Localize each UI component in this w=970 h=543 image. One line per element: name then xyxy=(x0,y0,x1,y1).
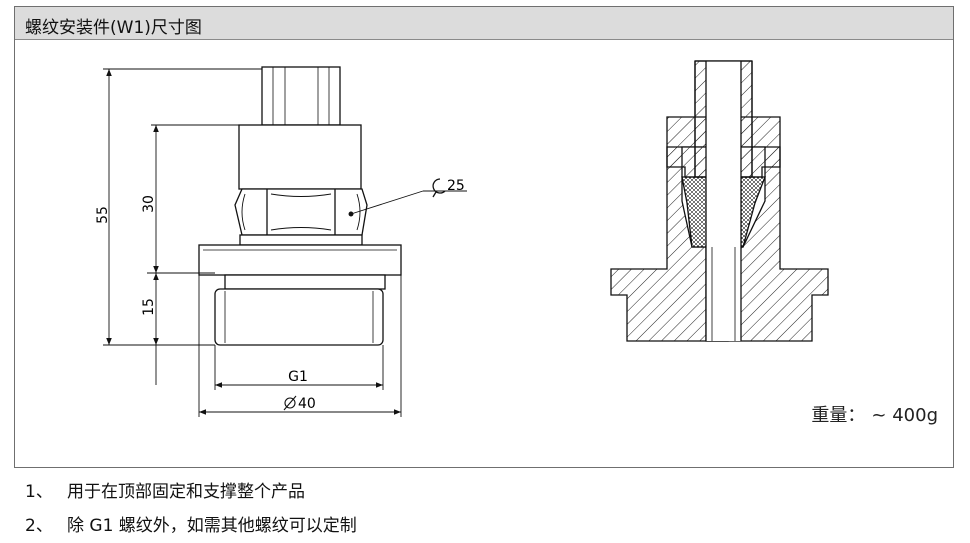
section-view xyxy=(610,60,829,342)
hex-nut xyxy=(234,188,368,236)
dim-thread: G1 xyxy=(288,369,308,385)
list-item: 1、 用于在顶部固定和支撑整个产品 xyxy=(25,475,357,509)
dimension-panel: 螺纹安装件(W1)尺寸图 xyxy=(14,6,954,468)
note-number: 2、 xyxy=(25,516,53,536)
panel-title: 螺纹安装件(W1)尺寸图 xyxy=(25,18,202,38)
weight-value: ~ 400g xyxy=(871,405,938,426)
thread xyxy=(214,288,384,346)
weight-text: 重量： ~ 400g xyxy=(811,405,938,426)
dim-thread-length: 15 xyxy=(141,298,157,316)
title-bar: 螺纹安装件(W1)尺寸图 xyxy=(15,7,953,40)
cable xyxy=(261,66,341,126)
notes-list: 1、 用于在顶部固定和支撑整个产品 2、 除 G1 螺纹外，如需其他螺纹可以定制 xyxy=(25,475,357,543)
note-number: 1、 xyxy=(25,482,53,502)
technical-drawing: 55 30 15 G1 40 25 xyxy=(95,60,938,426)
note-text: 除 G1 螺纹外，如需其他螺纹可以定制 xyxy=(67,516,357,536)
dim-wrench: 25 xyxy=(447,178,465,194)
flange xyxy=(198,244,402,276)
weight-label: 重量： xyxy=(811,405,865,426)
diameter-icon xyxy=(283,395,297,411)
list-item: 2、 除 G1 螺纹外，如需其他螺纹可以定制 xyxy=(25,509,357,543)
body xyxy=(238,124,362,190)
wrench-icon xyxy=(432,178,446,198)
note-text: 用于在顶部固定和支撑整个产品 xyxy=(67,482,305,502)
dim-total-height: 55 xyxy=(95,206,111,224)
dim-upper-height: 30 xyxy=(141,195,157,213)
side-view xyxy=(198,66,402,346)
dim-diameter: 40 xyxy=(298,396,316,412)
